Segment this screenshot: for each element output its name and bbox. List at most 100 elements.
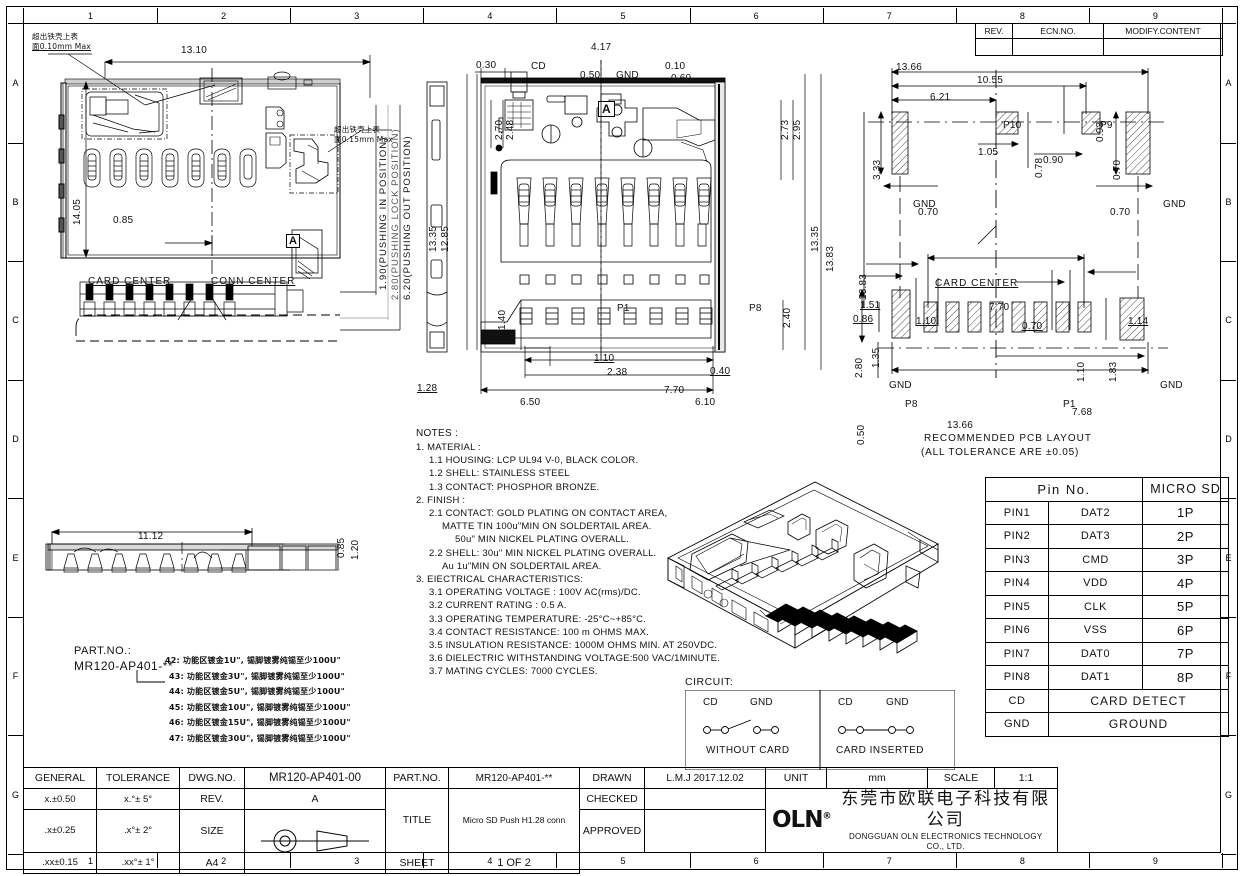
dim-width-1310: 13.10 (181, 45, 208, 56)
zone-marker-F: F (1225, 671, 1232, 682)
zone-divider (1221, 261, 1236, 263)
dim-pcb-333-right: 0.70 (1112, 159, 1123, 180)
drawn-label: DRAWN (579, 767, 645, 789)
pin-signal-1: DAT2 (1048, 500, 1143, 525)
dim-pcb-110-left: 1.10 (916, 316, 937, 327)
zone-divider (423, 8, 425, 23)
dim-pcb-110-right: 1.10 (1076, 361, 1087, 382)
dim-mid-650: 6.50 (520, 397, 541, 408)
revision-header-row: REV.ECN.NO.MODIFY.CONTENT (975, 23, 1223, 39)
pin-sd-5: 5P (1142, 594, 1229, 619)
partno-label: PART.NO.: (74, 645, 132, 657)
zone-marker-7: 7 (886, 855, 892, 866)
dim-mid-238: 2.38 (607, 367, 628, 378)
detail-marker-a-top: A (286, 234, 301, 248)
zone-marker-5: 5 (620, 855, 626, 866)
pin-extra-label-1: GND (985, 712, 1049, 737)
zone-divider (290, 8, 292, 23)
pcb-layout-subtitle: (ALL TOLERANCE ARE ±0.05) (921, 447, 1080, 458)
note-line-15: 3.4 CONTACT RESISTANCE: 100 m OHMS MAX. (429, 626, 650, 638)
zone-divider (689, 853, 691, 868)
pin-extra-desc-1: GROUND (1048, 712, 1229, 737)
rev-label: REV. (179, 788, 245, 810)
pin-signal-3: CMD (1048, 547, 1143, 572)
dim-mid-040: 0.40 (710, 366, 731, 377)
dim-pcb-1055: 10.55 (977, 75, 1004, 86)
dim-pcb-070-right-text: 0.70 (1110, 207, 1131, 218)
note-line-6: 2.1 CONTACT: GOLD PLATING ON CONTACT ARE… (429, 508, 668, 519)
label-card-center-top: CARD CENTER (88, 276, 172, 287)
tol-a-3: .xx±0.15 (23, 851, 97, 874)
note-cn-right-line1: 超出铁壳上表 (334, 125, 381, 134)
size-label: SIZE (179, 809, 245, 853)
section-marker-a: A (598, 101, 615, 117)
zone-marker-9: 9 (1152, 855, 1158, 866)
zone-divider (8, 142, 23, 144)
pin-number-4: PIN4 (985, 571, 1049, 596)
dwg-no-value: MR120-AP401-00 (244, 767, 386, 789)
pin-table-header-micro-sd: MICRO SD (1142, 477, 1229, 502)
dim-pcb-1383: 13.83 (858, 273, 869, 300)
zone-divider (1221, 735, 1236, 737)
zone-divider (1088, 8, 1090, 23)
circuit-diagram (685, 690, 955, 770)
partno-variant-3: 45: 功能区镀金10U", 锡脚镀雾纯锡至少100U" (169, 702, 351, 712)
note-line-11: 3. EIECTRICAL CHARACTERISTICS: (416, 574, 584, 585)
dim-side-085: 0.85 (336, 537, 347, 558)
zone-divider (1221, 616, 1236, 618)
zone-divider (157, 8, 159, 23)
zone-divider (1221, 379, 1236, 381)
zone-divider (8, 379, 23, 381)
label-p1-pcb: P1 (1063, 399, 1076, 410)
partno-variant-0: 42: 功能区镀金1U", 锡脚镀雾纯锡至少100U" (165, 656, 341, 665)
pin-sd-4: 4P (1142, 571, 1229, 596)
zone-marker-D: D (1225, 433, 1232, 444)
scale-label: SCALE (927, 767, 995, 789)
pin-table-header-pin-no: Pin No. (985, 477, 1143, 502)
view-top-dimensions (40, 30, 410, 360)
circuit-left-pin-gnd: GND (750, 697, 773, 708)
zone-divider (8, 498, 23, 500)
note-line-14: 3.3 OPERATING TEMPERATURE: -25°C~+85°C. (429, 613, 647, 625)
circuit-right-caption: CARD INSERTED (836, 745, 924, 756)
dim-pcb-183: 1.83 (1108, 361, 1119, 382)
dim-side-120: 1.20 (350, 539, 361, 560)
unit-value: mm (826, 767, 928, 789)
pin-number-7: PIN7 (985, 641, 1049, 666)
circuit-title: CIRCUIT: (685, 676, 734, 688)
sheet-value: 1 OF 2 (448, 851, 580, 874)
revision-block: REV.ECN.NO.MODIFY.CONTENT (975, 23, 1223, 56)
label-p1-middle: P1 (617, 303, 630, 314)
dim-pcb-770: 7.70 (989, 302, 1010, 313)
pin-extra-desc-0: CARD DETECT (1048, 688, 1229, 713)
partno-value: MR120-AP401-** (74, 659, 174, 673)
dim-pcb-621: 6.21 (930, 92, 951, 103)
zone-marker-9: 9 (1152, 10, 1158, 21)
revision-cell-0 (975, 38, 1013, 56)
dim-pcb-135: 1.35 (871, 347, 882, 368)
pin-number-8: PIN8 (985, 665, 1049, 690)
dim-pcb-1366-bottom: 13.66 (947, 420, 974, 431)
zone-divider (1221, 498, 1236, 500)
label-gnd-pcb-right: GND (1163, 199, 1186, 210)
stroke-label-pushing-out: 6.20(PUSHING OUT POSITION) (402, 135, 413, 300)
revision-cell-2 (1103, 38, 1223, 56)
zone-marker-C: C (1225, 315, 1232, 326)
zone-divider (822, 853, 824, 868)
partno-variant-1: 43: 功能区镀金3U", 锡脚镀雾纯锡至少100U" (169, 671, 345, 681)
zone-divider (689, 8, 691, 23)
part-no-label: PART.NO. (385, 767, 449, 789)
dim-pcb-086: 0.86 (853, 314, 874, 325)
zone-marker-8: 8 (1019, 10, 1025, 21)
zone-marker-5: 5 (620, 10, 626, 21)
label-gnd-pcb-lower-left: GND (889, 380, 912, 391)
dim-pcb-050: 0.50 (856, 424, 867, 445)
